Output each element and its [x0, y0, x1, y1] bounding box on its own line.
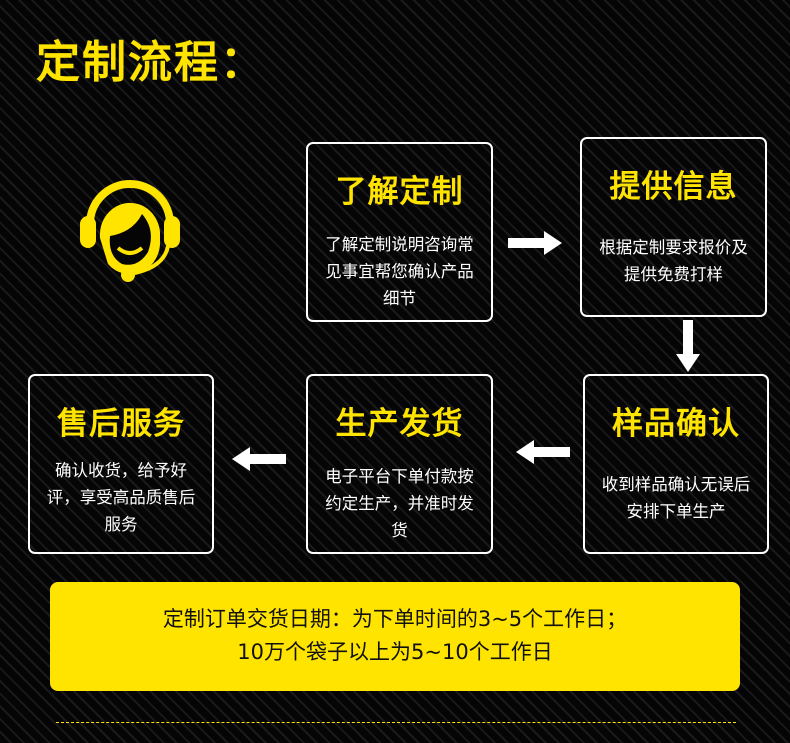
- step-description: 根据定制要求报价及提供免费打样: [599, 238, 748, 284]
- arrow-left-icon: [232, 447, 286, 471]
- delivery-notice-banner: 定制订单交货日期：为下单时间的3~5个工作日； 10万个袋子以上为5~10个工作…: [50, 582, 740, 691]
- step-description: 电子平台下单付款按约定生产，并准时发货: [325, 467, 474, 540]
- notice-line: 10万个袋子以上为5~10个工作日: [237, 640, 553, 664]
- notice-line: 定制订单交货日期：为下单时间的3~5个工作日；: [162, 607, 628, 631]
- arrow-right-icon: [508, 231, 562, 255]
- step-description: 收到样品确认无误后安排下单生产: [601, 475, 751, 521]
- step-title: 生产发货: [335, 406, 464, 442]
- step-title: 提供信息: [609, 169, 738, 205]
- step-title: 样品确认: [612, 406, 740, 442]
- customer-service-headset-icon: [80, 180, 180, 282]
- arrow-down-icon: [676, 320, 700, 372]
- dashed-divider: [56, 722, 736, 723]
- step-title: 售后服务: [57, 406, 185, 442]
- step-card-production: 生产发货 电子平台下单付款按约定生产，并准时发货: [306, 374, 493, 554]
- step-card-after-sales: 售后服务 确认收货，给予好评，享受高品质售后服务: [28, 374, 214, 554]
- step-card-understand: 了解定制 了解定制说明咨询常见事宜帮您确认产品细节: [306, 142, 493, 322]
- step-description: 确认收货，给予好评，享受高品质售后服务: [46, 461, 196, 534]
- step-card-sample-confirm: 样品确认 收到样品确认无误后安排下单生产: [583, 374, 769, 554]
- page-title: 定制流程：: [36, 37, 266, 88]
- arrow-left-icon: [516, 440, 570, 464]
- step-description: 了解定制说明咨询常见事宜帮您确认产品细节: [325, 235, 474, 308]
- step-card-provide-info: 提供信息 根据定制要求报价及提供免费打样: [580, 137, 767, 317]
- step-title: 了解定制: [335, 174, 464, 210]
